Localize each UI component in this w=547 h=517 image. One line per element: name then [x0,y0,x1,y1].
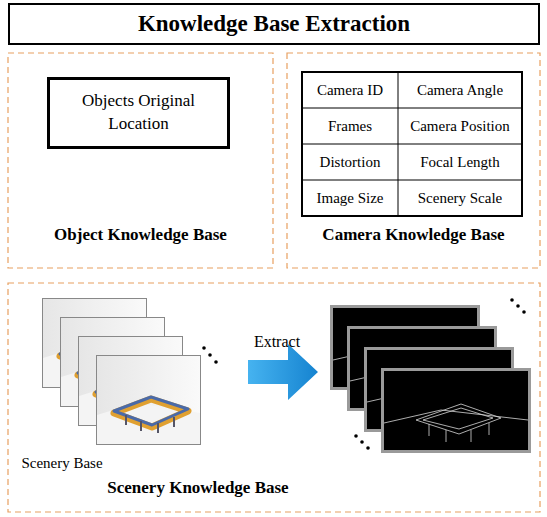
panel-title: Object Knowledge Base [8,225,273,245]
title-heading: Knowledge Base Extraction [8,3,540,45]
image-label: Scenery Base [21,455,102,472]
table-cell: Camera ID [317,82,383,99]
table-cell: Scenery Scale [418,190,503,207]
panel-title: Scenery Knowledge Base [8,478,388,498]
scenery-images [43,299,218,445]
box-text: Objects Original Location [74,90,204,136]
arrow-label: Extract [254,333,300,351]
dashed-panel: Scenery Knowledge Base [8,283,540,512]
table-cell: Camera Position [410,118,510,135]
edge-images [332,298,530,451]
panel-title: Camera Knowledge Base [287,225,540,245]
table-cell: Image Size [316,190,383,207]
table-cell: Camera Angle [417,82,503,99]
extract-arrow [248,344,318,400]
table-grid [302,72,522,216]
panel-border [8,53,540,512]
table-cell: Frames [328,118,372,135]
table-cell: Distortion [320,154,381,171]
dashed-panel: Object Knowledge Base Objects Original Lo… [8,53,273,268]
knowledge-box: Objects Original Location [47,77,230,149]
table-cell: Focal Length [420,154,500,171]
